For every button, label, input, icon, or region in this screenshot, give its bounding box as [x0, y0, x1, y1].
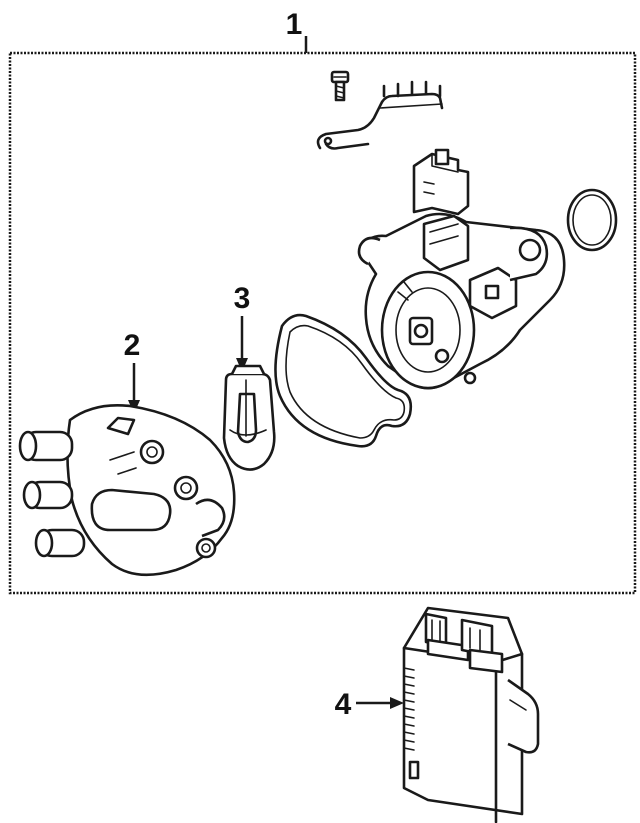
- callout-2-label: 2: [124, 329, 141, 362]
- callout-4[interactable]: 4: [335, 688, 404, 721]
- rotor-part: [222, 364, 276, 471]
- callout-3-label: 3: [234, 282, 251, 315]
- callout-2[interactable]: 2: [124, 329, 141, 414]
- module-pins: [403, 667, 415, 751]
- connector-block: [412, 148, 470, 216]
- wire-harness-bracket: [316, 80, 444, 150]
- callout-4-arrowhead: [390, 697, 404, 709]
- callout-4-label: 4: [335, 688, 352, 721]
- ignition-module: [402, 606, 540, 823]
- distributor-cap: [18, 404, 236, 577]
- o-ring: [566, 188, 618, 252]
- distributor-housing: [357, 212, 566, 390]
- assembly-frame: [8, 51, 637, 595]
- bolt-part: [330, 70, 350, 102]
- callout-3[interactable]: 3: [234, 282, 251, 372]
- callout-1-label: 1: [286, 8, 303, 41]
- callout-1[interactable]: 1: [286, 8, 308, 53]
- housing-gasket: [274, 313, 413, 448]
